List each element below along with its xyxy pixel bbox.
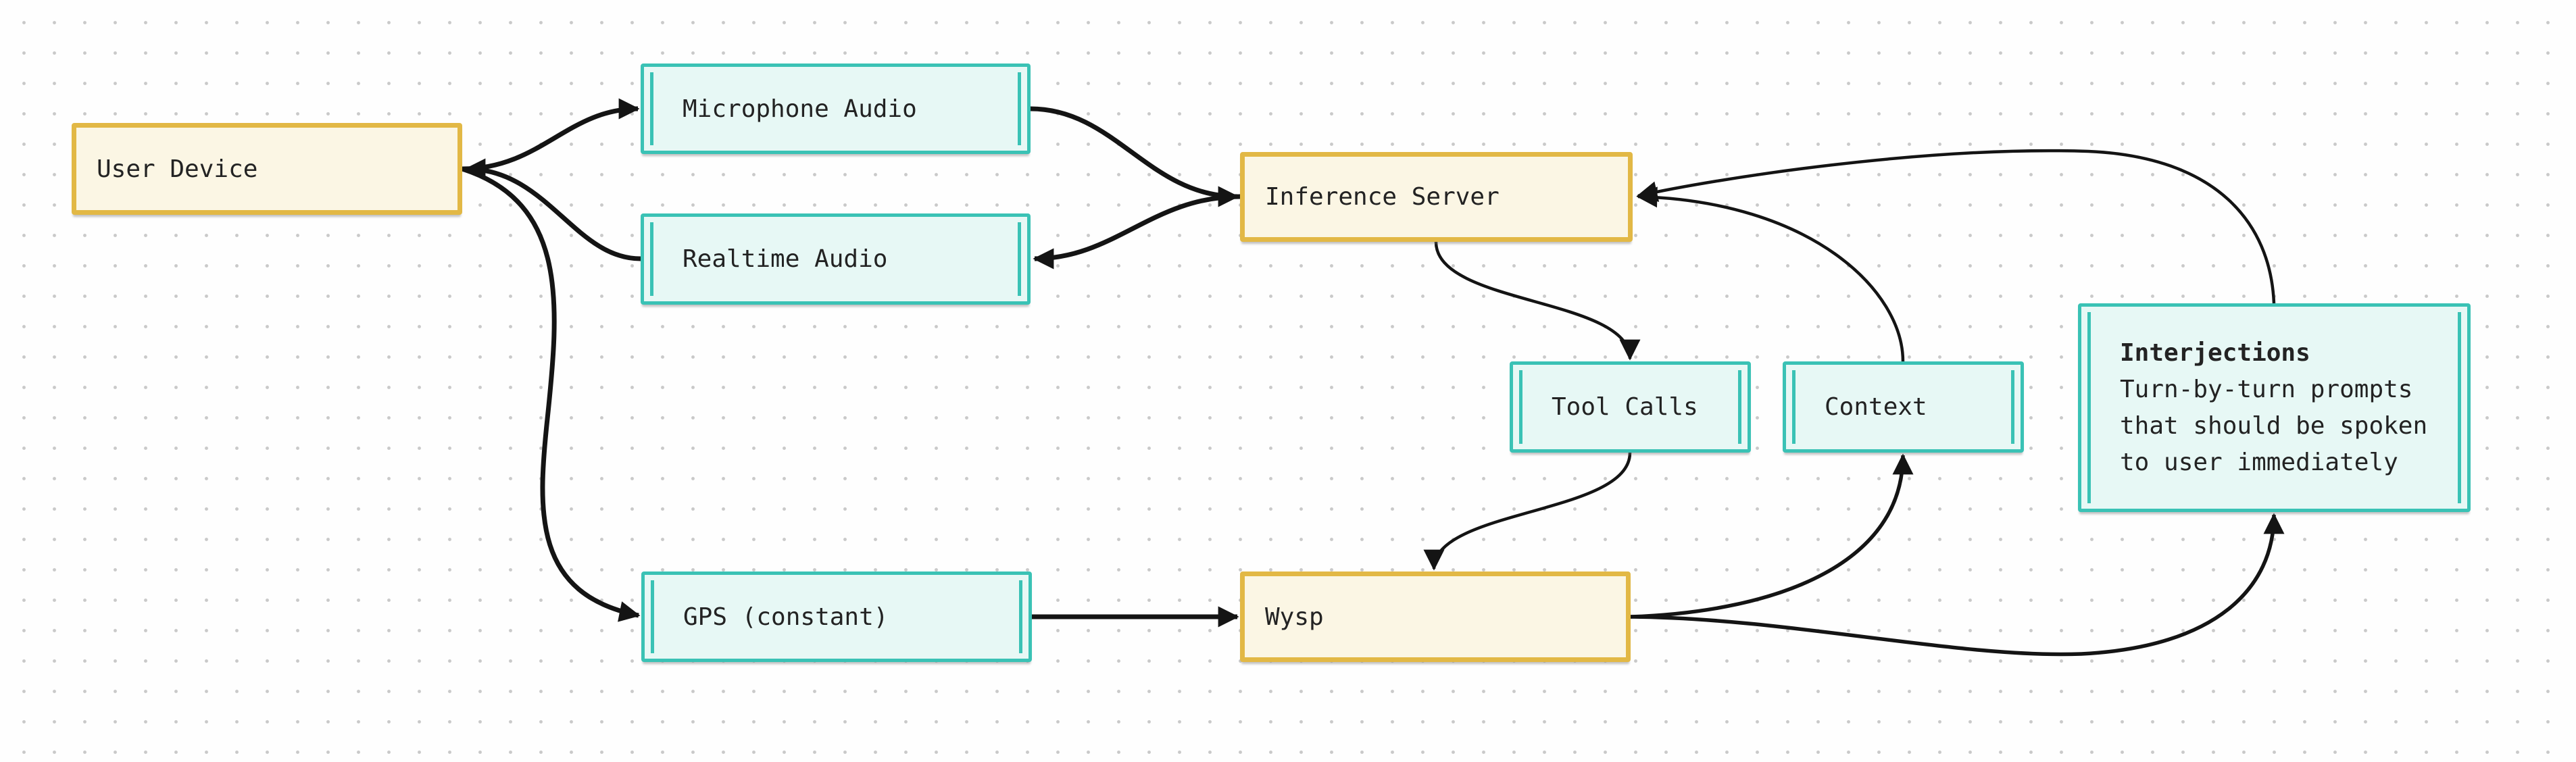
node-interjections-line: that should be spoken (2120, 411, 2428, 440)
edge-inference-server-to-realtime-audio (1033, 194, 1241, 270)
node-interjections: Interjections Turn-by-turn prompts that … (2078, 303, 2471, 512)
edge-interjections-to-inference-server (1636, 149, 2276, 304)
edge-microphone-audio-to-inference-server (1030, 106, 1239, 207)
node-gps: GPS (constant) (641, 572, 1032, 662)
edge-user-device-to-gps (461, 166, 641, 622)
node-microphone-audio-label: Microphone Audio (683, 95, 917, 123)
node-microphone-audio: Microphone Audio (641, 63, 1031, 154)
edge-user-device-to-microphone-audio (462, 98, 640, 172)
node-wysp-label: Wysp (1265, 603, 1324, 631)
subroutine-right-bar (1738, 370, 1741, 444)
node-gps-label: GPS (constant) (683, 603, 889, 631)
edge-wysp-to-context (1630, 453, 1914, 619)
edge-context-to-inference-server (1636, 186, 1905, 362)
node-realtime-audio: Realtime Audio (641, 213, 1031, 305)
subroutine-left-bar (651, 580, 654, 653)
node-realtime-audio-label: Realtime Audio (683, 245, 888, 273)
node-tool-calls-label: Tool Calls (1552, 393, 1698, 421)
node-inference-server: Inference Server (1240, 152, 1633, 242)
node-interjections-title: Interjections (2120, 338, 2310, 367)
subroutine-left-bar (650, 222, 653, 296)
subroutine-right-bar (2458, 312, 2461, 503)
subroutine-left-bar (650, 72, 653, 145)
node-wysp: Wysp (1240, 572, 1631, 662)
subroutine-left-bar (1519, 370, 1522, 444)
node-interjections-line: to user immediately (2120, 448, 2398, 476)
node-user-device: User Device (72, 123, 462, 215)
edge-inference-server-to-tool-calls (1434, 241, 1641, 361)
edge-realtime-audio-to-user-device (464, 158, 641, 261)
subroutine-right-bar (1018, 222, 1021, 296)
subroutine-left-bar (2087, 312, 2091, 503)
edge-wysp-to-interjections (1630, 513, 2285, 657)
node-interjections-line: Turn-by-turn prompts (2120, 375, 2413, 403)
edge-tool-calls-to-wysp (1423, 452, 1632, 571)
subroutine-right-bar (1018, 72, 1021, 145)
subroutine-left-bar (1792, 370, 1795, 444)
node-inference-server-label: Inference Server (1265, 183, 1500, 211)
subroutine-right-bar (1019, 580, 1022, 653)
node-tool-calls: Tool Calls (1510, 361, 1751, 453)
node-context: Context (1783, 361, 2024, 453)
subroutine-right-bar (2011, 370, 2014, 444)
node-context-label: Context (1825, 393, 1927, 421)
node-user-device-label: User Device (97, 155, 258, 183)
